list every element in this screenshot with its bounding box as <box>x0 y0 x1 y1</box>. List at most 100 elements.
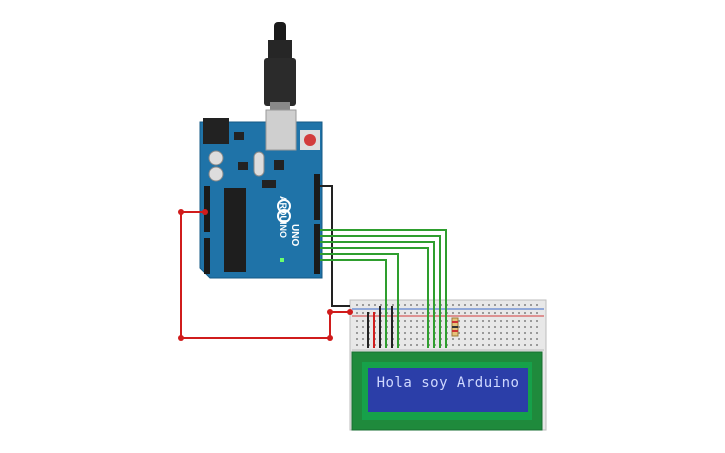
breadboard-hole <box>512 338 514 340</box>
breadboard-hole <box>536 344 538 346</box>
breadboard-hole <box>362 320 364 322</box>
breadboard-hole <box>470 304 472 306</box>
breadboard-hole <box>518 332 520 334</box>
breadboard-hole <box>506 338 508 340</box>
breadboard-hole <box>464 304 466 306</box>
breadboard-hole <box>458 304 460 306</box>
breadboard-hole <box>512 344 514 346</box>
breadboard-hole <box>422 304 424 306</box>
lcd-screen <box>368 368 528 398</box>
breadboard-hole <box>410 326 412 328</box>
breadboard-hole <box>482 344 484 346</box>
breadboard-hole <box>494 338 496 340</box>
breadboard-hole <box>410 320 412 322</box>
breadboard-hole <box>452 312 454 314</box>
breadboard-hole <box>488 326 490 328</box>
breadboard-hole <box>488 304 490 306</box>
breadboard-hole <box>500 332 502 334</box>
breadboard-hole <box>362 332 364 334</box>
lcd-module[interactable] <box>351 351 543 431</box>
breadboard-hole <box>362 326 364 328</box>
breadboard-hole <box>512 312 514 314</box>
breadboard-hole <box>530 312 532 314</box>
breadboard-hole <box>356 338 358 340</box>
breadboard-hole <box>362 338 364 340</box>
breadboard-hole <box>416 344 418 346</box>
breadboard-hole <box>422 344 424 346</box>
breadboard-hole <box>494 304 496 306</box>
breadboard-hole <box>488 344 490 346</box>
breadboard-hole <box>464 344 466 346</box>
breadboard-hole <box>476 332 478 334</box>
breadboard-hole <box>530 338 532 340</box>
breadboard-hole <box>368 304 370 306</box>
arduino-board[interactable] <box>199 109 323 279</box>
breadboard-hole <box>506 320 508 322</box>
usb-cable-icon[interactable] <box>264 22 296 112</box>
breadboard-hole <box>524 326 526 328</box>
breadboard-hole <box>356 332 358 334</box>
breadboard-hole <box>404 338 406 340</box>
breadboard-hole <box>476 338 478 340</box>
breadboard-hole <box>422 320 424 322</box>
breadboard-hole <box>494 344 496 346</box>
breadboard-hole <box>524 320 526 322</box>
breadboard-hole <box>482 338 484 340</box>
breadboard-hole <box>482 312 484 314</box>
breadboard-hole <box>482 304 484 306</box>
breadboard-hole <box>356 344 358 346</box>
breadboard-hole <box>404 320 406 322</box>
breadboard-hole <box>524 344 526 346</box>
breadboard-hole <box>500 326 502 328</box>
breadboard-hole <box>488 320 490 322</box>
breadboard-hole <box>362 344 364 346</box>
breadboard-hole <box>416 304 418 306</box>
breadboard-hole <box>494 332 496 334</box>
breadboard-hole <box>500 304 502 306</box>
breadboard-hole <box>410 312 412 314</box>
breadboard-hole <box>524 312 526 314</box>
breadboard-hole <box>422 338 424 340</box>
breadboard-hole <box>464 338 466 340</box>
breadboard-hole <box>464 332 466 334</box>
breadboard-hole <box>506 312 508 314</box>
breadboard-hole <box>470 338 472 340</box>
breadboard-hole <box>500 344 502 346</box>
breadboard-hole <box>404 344 406 346</box>
breadboard-hole <box>536 304 538 306</box>
breadboard-hole <box>458 332 460 334</box>
breadboard-hole <box>530 344 532 346</box>
breadboard-hole <box>422 332 424 334</box>
breadboard-hole <box>518 304 520 306</box>
breadboard-hole <box>518 326 520 328</box>
breadboard-hole <box>362 312 364 314</box>
breadboard-hole <box>518 338 520 340</box>
reset-button[interactable] <box>304 134 316 146</box>
breadboard-hole <box>470 320 472 322</box>
breadboard-hole <box>512 326 514 328</box>
breadboard-hole <box>458 326 460 328</box>
breadboard-hole <box>530 320 532 322</box>
breadboard-hole <box>416 338 418 340</box>
breadboard-hole <box>530 304 532 306</box>
breadboard-hole <box>374 304 376 306</box>
breadboard-hole <box>500 312 502 314</box>
breadboard-hole <box>410 338 412 340</box>
breadboard-hole <box>470 344 472 346</box>
breadboard-hole <box>512 304 514 306</box>
breadboard-hole <box>488 312 490 314</box>
breadboard-hole <box>476 326 478 328</box>
breadboard-hole <box>524 304 526 306</box>
arduino-logo-icon <box>277 199 291 223</box>
breadboard-hole <box>464 326 466 328</box>
breadboard-hole <box>404 312 406 314</box>
breadboard-hole <box>356 304 358 306</box>
breadboard-hole <box>524 332 526 334</box>
board-name-label: UNO <box>289 224 300 247</box>
breadboard-hole <box>512 320 514 322</box>
resistor-icon[interactable] <box>451 317 459 337</box>
breadboard-hole <box>362 304 364 306</box>
breadboard-hole <box>410 304 412 306</box>
breadboard-hole <box>356 312 358 314</box>
